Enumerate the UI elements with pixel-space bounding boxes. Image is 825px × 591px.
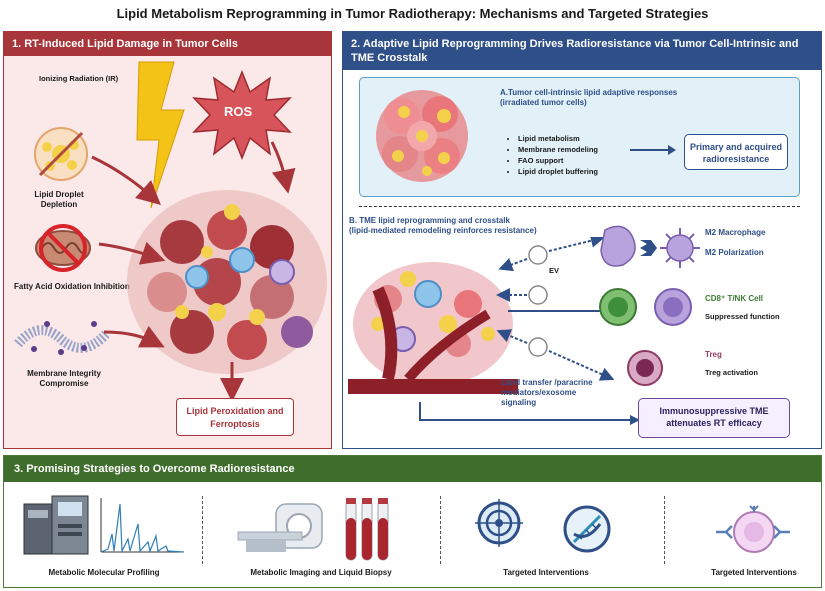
strategy-separator	[202, 496, 203, 564]
panel-strategies: 3. Promising Strategies to Overcome Radi…	[3, 455, 822, 588]
mri-scanner-icon	[237, 503, 323, 552]
ev-label: EV	[549, 266, 560, 275]
treg-label: Treg	[705, 350, 722, 359]
antibody-cell-icon	[716, 505, 790, 553]
mass-spectrometer-icon	[23, 495, 89, 555]
m2-polarization-label: M2 Polarization	[705, 248, 764, 257]
panel-rt-lipid-damage: 1. RT-Induced Lipid Damage in Tumor Cell…	[3, 31, 332, 449]
mitochondria-blocked-icon	[35, 224, 91, 272]
lightning-bolt-icon	[136, 61, 185, 209]
macrophage-icons	[600, 225, 700, 268]
immunosuppressive-tme-box: Immunosuppressive TME attenuates RT effi…	[638, 398, 790, 438]
blood-tube-icons	[345, 498, 389, 561]
tme-arrow	[419, 402, 640, 425]
page-title: Lipid Metabolism Reprogramming in Tumor …	[116, 6, 709, 21]
arrow-right-icon	[630, 145, 676, 155]
subpanel-b-subtitle: (lipid-mediated remodeling reinforces re…	[349, 226, 537, 235]
ros-label: ROS	[224, 104, 253, 119]
subpanel-a: A.Tumor cell-intrinsic lipid adaptive re…	[359, 77, 800, 197]
membrane-icon	[14, 321, 109, 355]
lipid-droplet-label: Lipid Droplet Depletion	[34, 190, 84, 209]
cd8-label: CD8⁺ T/NK Cell	[705, 294, 764, 303]
panel-adaptive-reprogramming: 2. Adaptive Lipid Reprogramming Drives R…	[342, 31, 822, 449]
treg-cell-icon	[627, 350, 663, 386]
spectrum-chart-icon	[100, 498, 185, 554]
irradiated-cell-cluster-icon	[376, 90, 468, 182]
panel1-arrows	[91, 141, 296, 402]
strategy-separator	[440, 496, 441, 564]
lipid-peroxidation-box: Lipid Peroxidation and Ferroptosis	[176, 398, 294, 436]
panel1-header: 1. RT-Induced Lipid Damage in Tumor Cell…	[4, 32, 331, 56]
m2-macrophage-label: M2 Macrophage	[705, 228, 766, 237]
subpanel-a-title: A.Tumor cell-intrinsic lipid adaptive re…	[500, 88, 678, 97]
strategy-label-profiling: Metabolic Molecular Profiling	[48, 568, 160, 577]
strategy-label-targeted-2: Targeted Interventions	[711, 568, 797, 577]
list-item: Lipid droplet buffering	[518, 166, 598, 177]
dna-icon	[563, 505, 611, 553]
strategy-label-imaging: Metabolic Imaging and Liquid Biopsy	[250, 568, 392, 577]
panel2-header: 2. Adaptive Lipid Reprogramming Drives R…	[343, 32, 821, 70]
membrane-label: Membrane Integrity Compromise	[27, 369, 101, 388]
lipid-transfer-label: Lipid transfer /paracrine mediators/exos…	[501, 378, 593, 407]
damaged-tumor-cluster-icon	[127, 190, 327, 374]
fao-label: Fatty Acid Oxidation Inhibition	[14, 282, 130, 291]
ev-signaling-arrows	[496, 237, 615, 381]
lipid-droplet-icon	[34, 127, 88, 181]
panel3-header: 3. Promising Strategies to Overcome Radi…	[4, 456, 821, 482]
ionizing-radiation-label: Ionizing Radiation (IR)	[39, 74, 119, 83]
t-nk-cell-icons	[599, 288, 692, 326]
strategy-separator	[664, 496, 665, 564]
list-item: Membrane remodeling	[518, 144, 598, 155]
subpanel-a-subtitle: (irradiated tumor cells)	[500, 98, 587, 107]
suppressed-label: Suppressed function	[705, 312, 780, 321]
target-icon	[475, 499, 523, 547]
ros-burst-icon	[192, 70, 292, 160]
radioresistance-box: Primary and acquired radioresistance	[684, 134, 788, 170]
treg-activation-label: Treg activation	[705, 368, 758, 377]
tme-tumor-vessel-icon	[348, 262, 518, 394]
adaptive-response-list: Lipid metabolism Membrane remodeling FAO…	[508, 133, 598, 177]
list-item: FAO support	[518, 155, 598, 166]
strategy-label-targeted-1: Targeted Interventions	[503, 568, 589, 577]
section-divider	[359, 206, 800, 207]
subpanel-b-title: B. TME lipid reprogramming and crosstalk	[349, 216, 510, 225]
list-item: Lipid metabolism	[518, 133, 598, 144]
